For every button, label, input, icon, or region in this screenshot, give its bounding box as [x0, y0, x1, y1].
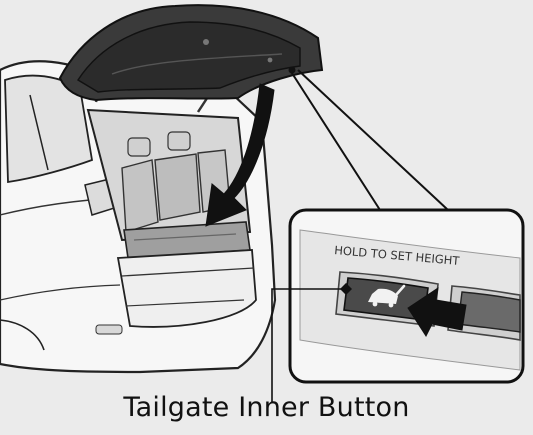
caption-label: Tailgate Inner Button [123, 392, 410, 423]
callout-lines [288, 66, 449, 211]
close-direction-arrow-icon [205, 83, 275, 227]
tailgate [58, 4, 324, 113]
caption-leader-line [271, 283, 352, 402]
vehicle-liftgate-icon [368, 284, 406, 308]
button-detail-inset: HOLD TO SET HEIGHT [288, 208, 525, 384]
arrow-pointer-icon [407, 286, 467, 338]
